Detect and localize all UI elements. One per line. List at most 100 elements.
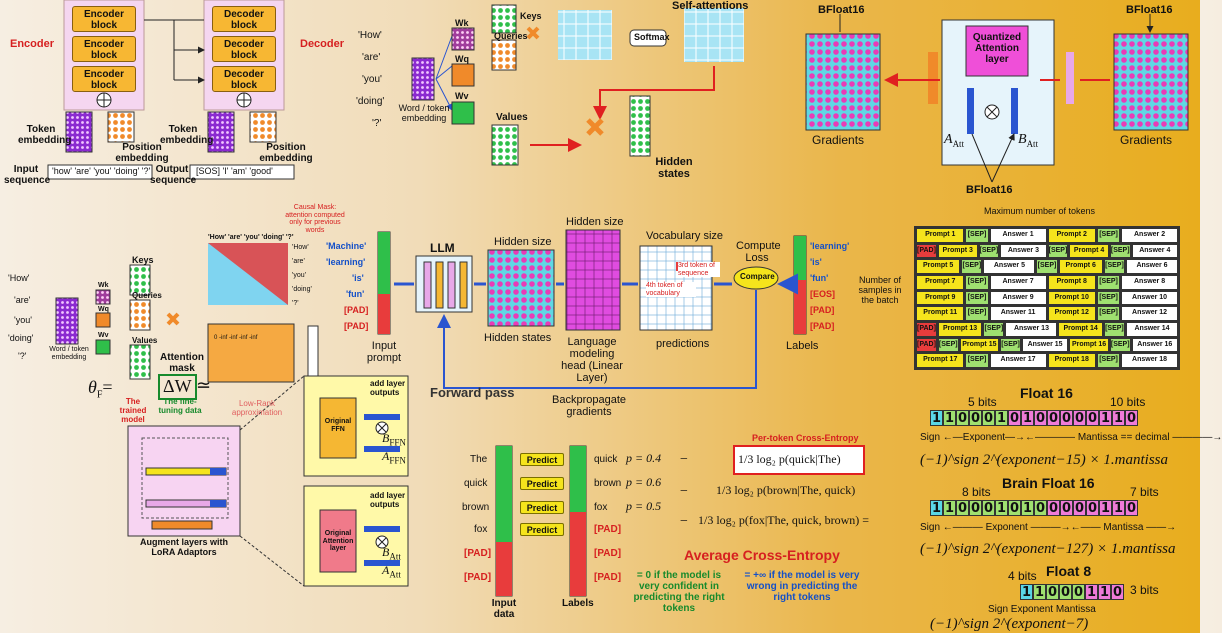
low-rank-label: Low-Rank approximation: [231, 399, 283, 417]
bit: 0: [1073, 500, 1086, 516]
sa-embedding-label: Word / token embedding: [398, 103, 450, 123]
batch-cell: [PAD]: [916, 337, 937, 353]
quantized-attention-diagram: [805, 19, 1189, 183]
bit: 0: [1046, 584, 1059, 600]
batch-cell: Answer 4: [1131, 243, 1178, 259]
ce-word-6: [PAD]: [464, 572, 492, 583]
sa-wk-label: Wk: [455, 18, 469, 28]
lora-wq: Wq: [98, 306, 109, 313]
f8-axis: Sign Exponent Mantissa: [988, 604, 1096, 615]
term-1: 1/3 log₂ p(quick|The): [738, 452, 841, 466]
p-fox: p = 0.5: [626, 499, 662, 513]
input-prompt-label: Input prompt: [366, 340, 402, 365]
batch-cell: Prompt 4: [1069, 243, 1109, 259]
lora-embedding-label: Word / token embedding: [49, 346, 89, 361]
bit: 0: [956, 410, 969, 426]
sa-keys-label: Keys: [520, 11, 542, 21]
bit: 0: [1059, 584, 1072, 600]
batch-cell: [SEP]: [1096, 275, 1121, 290]
bit: 0: [1125, 500, 1138, 516]
lora-wk: Wk: [98, 282, 109, 289]
batch-row: Prompt 5[SEP]Answer 5[SEP]Prompt 6[SEP]A…: [916, 259, 1178, 275]
batch-cell: [SEP]: [1036, 259, 1058, 275]
batch-cell: [SEP]: [965, 275, 989, 290]
ce-word-3: brown: [462, 502, 490, 513]
encoder-block-3: Encoder block: [72, 66, 136, 92]
batch-cell: [SEP]: [1103, 322, 1126, 337]
batch-cell: Answer 9: [989, 290, 1047, 306]
ce-confident-note: = 0 if the model is very confident in pr…: [633, 570, 725, 614]
compare-label: Compare: [740, 272, 775, 281]
lora-values: Values: [132, 336, 158, 345]
lora-wv: Wv: [98, 332, 109, 339]
causal-mask-note: Causal Mask: attention computed only for…: [285, 204, 345, 235]
batch-cell: [SEP]: [1000, 337, 1021, 353]
sa-word-5: '?': [372, 118, 382, 129]
lora-word-3: 'you': [14, 315, 32, 325]
llm-label-5: [PAD]: [810, 305, 835, 315]
b-ffn-label: BFFN: [382, 431, 406, 448]
bit: 1: [930, 500, 943, 516]
bit: 0: [982, 500, 995, 516]
vocab-size-label: Vocabulary size: [646, 230, 724, 242]
trained-model-label: The trained model: [119, 397, 147, 424]
bf16-left-label: BFloat16: [818, 4, 865, 16]
batch-cell: [SEP]: [965, 353, 989, 369]
f8-exp-bits: 4 bits: [1008, 569, 1037, 583]
bit: 0: [1125, 410, 1138, 426]
mask-row-3: 'you': [292, 272, 306, 279]
bit: 0: [1047, 500, 1060, 516]
a-att-lora-label: AAtt: [382, 563, 401, 580]
bf16-formula: (−1)^sign 2^(exponent−127) × 1.mantissa: [920, 541, 1176, 557]
batch-cell: [SEP]: [978, 243, 1000, 259]
bit: 1: [1099, 500, 1112, 516]
batch-cell: Answer 12: [1121, 306, 1178, 322]
batch-cell: Prompt 13: [937, 322, 983, 337]
lora-word-5: '?': [18, 351, 27, 361]
batch-cell: Prompt 8: [1047, 275, 1096, 290]
encoder-block-2: Encoder block: [72, 36, 136, 62]
llm-input-1: 'Machine': [326, 241, 367, 251]
batch-cell: [SEP]: [965, 290, 989, 306]
lora-word-2: 'are': [14, 295, 31, 305]
batch-row: [PAD]Prompt 3[SEP]Answer 3[SEP]Prompt 4[…: [916, 243, 1178, 259]
original-ffn-label: Original FFN: [324, 418, 352, 433]
bit: 1: [1020, 584, 1033, 600]
batch-cell: Answer 2: [1121, 228, 1178, 243]
p-quick: p = 0.4: [626, 451, 662, 465]
attention-mask-label: Attention mask: [160, 352, 204, 374]
ce-labels-title: Labels: [562, 598, 594, 609]
lora-queries: Queries: [132, 291, 162, 300]
lora-word-1: 'How': [8, 273, 30, 283]
batch-cell: Prompt 9: [916, 290, 965, 306]
llm-labels-title: Labels: [786, 340, 819, 352]
llm-label-6: [PAD]: [810, 321, 835, 331]
gradients-left-label: Gradients: [812, 133, 865, 147]
llm-label-4: [EOS]: [810, 289, 836, 299]
llm-label-3: 'fun': [810, 273, 829, 283]
bit: 0: [1008, 500, 1021, 516]
sa-wq-label: Wq: [455, 54, 469, 64]
compute-loss-label: Compute Loss: [736, 240, 781, 265]
bit: 0: [1086, 500, 1099, 516]
mask-row-5: '?': [292, 300, 299, 307]
lm-head-label: Language modeling head (Linear Layer): [561, 336, 623, 385]
num-samples-label: Number of samples in the batch: [858, 275, 902, 305]
mask-values-row: 0 -inf -inf -inf -inf: [214, 335, 258, 341]
lora-diagram: [55, 243, 409, 587]
llm-input-5: [PAD]: [344, 305, 369, 315]
encoder-label: Encoder: [10, 38, 55, 50]
add-outputs-2: add layer outputs: [370, 491, 406, 509]
self-attentions-title: Self-attentions: [672, 0, 749, 12]
fourth-token-note: 4th token of vocabulary: [646, 282, 696, 298]
sa-queries-label: Queries: [494, 31, 528, 41]
minus-2: −: [680, 484, 688, 499]
ce-label-3: fox: [594, 502, 608, 513]
input-data-label: Input data: [491, 598, 517, 620]
term-3: 1/3 log₂ p(fox|The, quick, brown) =: [698, 513, 869, 527]
batch-cell: Prompt 1: [916, 228, 965, 243]
batch-cell: Prompt 14: [1058, 322, 1103, 337]
token-embedding-label-dec: Token embedding: [160, 124, 214, 146]
lora-keys: Keys: [132, 255, 154, 265]
